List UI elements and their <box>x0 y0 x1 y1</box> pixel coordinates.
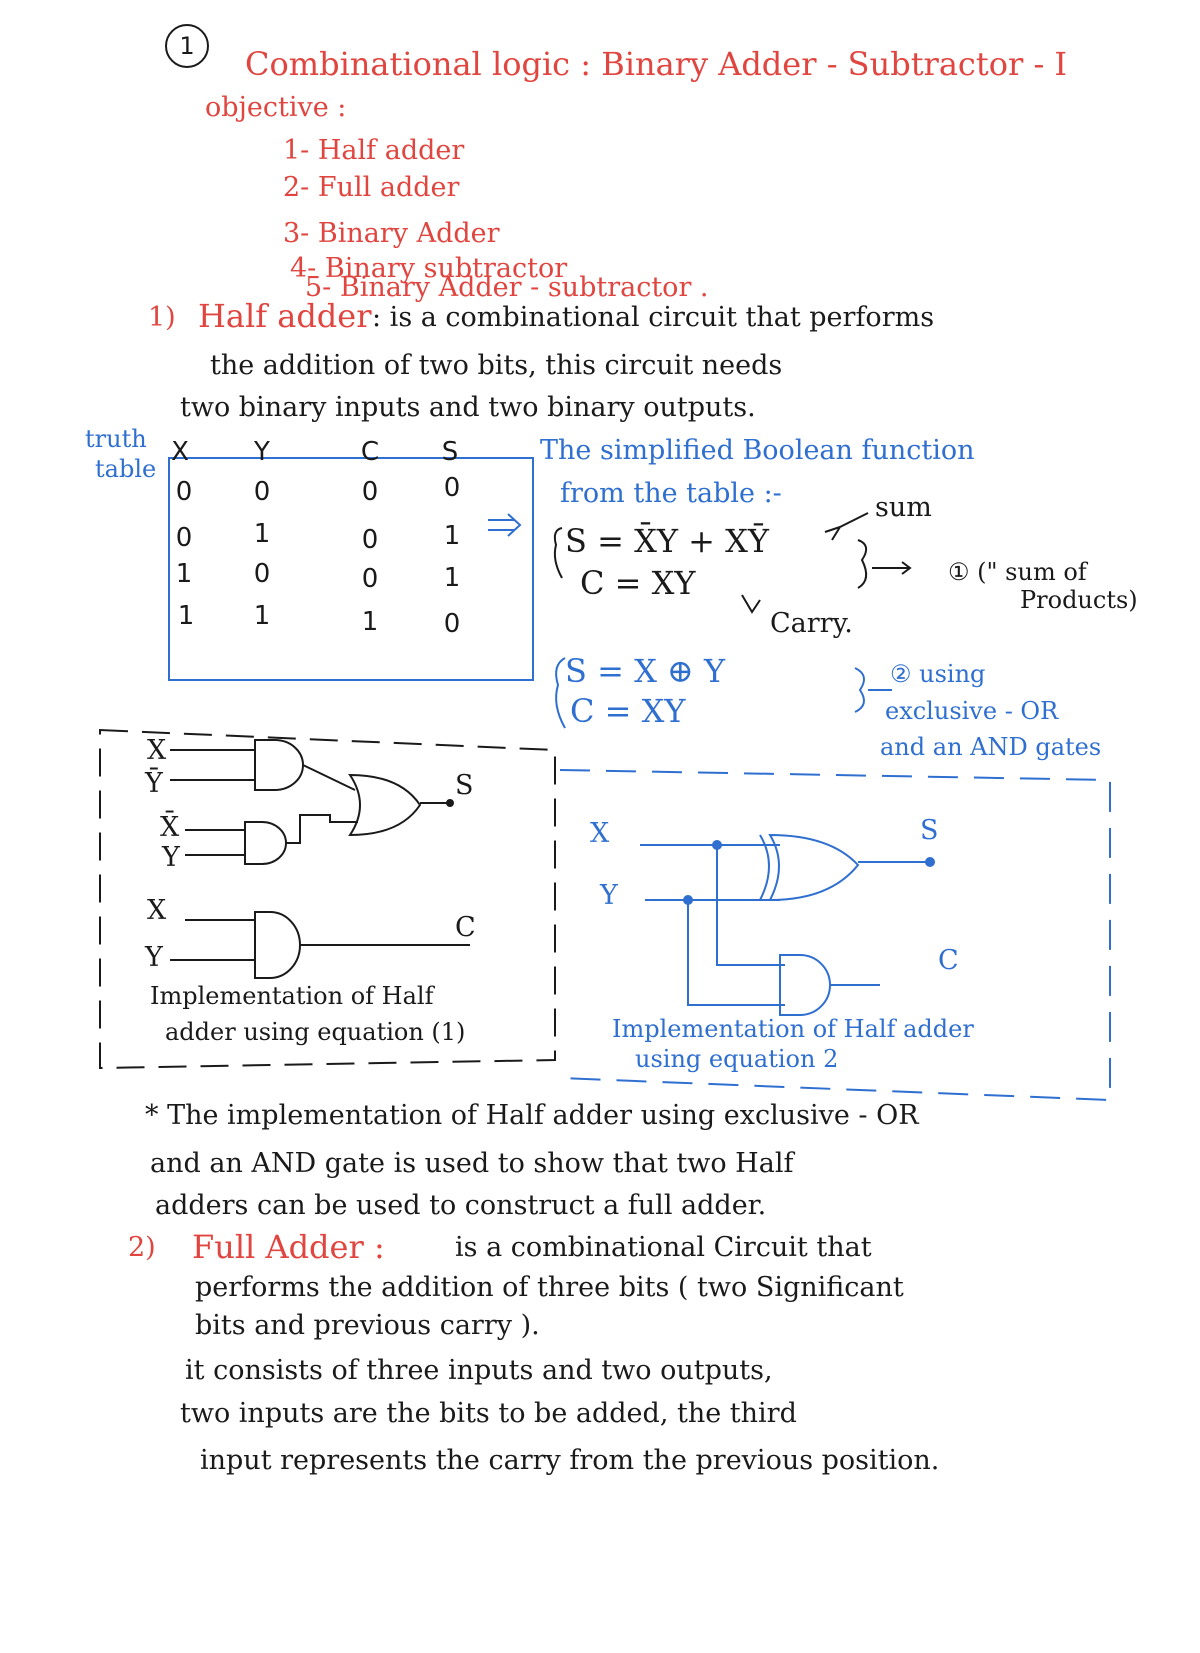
truth-table-cell: 1 <box>177 601 195 631</box>
circuit-caption: using equation 2 <box>635 1045 839 1073</box>
arrow-icon <box>741 594 761 614</box>
truth-table-cell: 0 <box>175 523 193 553</box>
xor-gate-icon <box>768 833 860 902</box>
carry-label: Carry. <box>770 608 853 639</box>
truth-table-cell: 0 <box>175 477 193 507</box>
arrow-icon <box>872 561 912 575</box>
note-line: * The implementation of Half adder using… <box>145 1100 919 1131</box>
sop-label: Products) <box>1020 586 1138 614</box>
and-gate-icon <box>244 821 287 865</box>
circuit-equation-2 <box>640 833 935 1016</box>
and-gate-icon <box>254 739 304 791</box>
section-number: 2) <box>128 1232 156 1263</box>
half-adder-line: : is a combinational circuit that perfor… <box>372 302 935 333</box>
full-adder-line: is a combinational Circuit that <box>455 1232 872 1263</box>
equation-carry-2: C = XY <box>570 692 686 730</box>
note-line: and an AND gate is used to show that two… <box>150 1148 794 1179</box>
objective-item: 5- Binary Adder - subtractor . <box>305 272 709 303</box>
full-adder-line: bits and previous carry ). <box>195 1310 540 1341</box>
truth-table-cell: 0 <box>443 609 461 639</box>
xor-label: ② using <box>890 660 986 688</box>
objective-item: 2- Full adder <box>283 172 460 203</box>
full-adder-line: input represents the carry from the prev… <box>200 1445 940 1476</box>
and-gate-icon <box>779 954 831 1016</box>
truth-table-cell: 0 <box>361 525 379 555</box>
circuit-input-label: Ȳ <box>145 768 163 799</box>
circuit-input-label: X̄ <box>160 812 180 843</box>
arrow-icon <box>488 513 522 537</box>
objective-item: 3- Binary Adder <box>283 218 500 249</box>
arrow-icon <box>824 512 869 541</box>
sum-label: sum <box>875 492 932 523</box>
circuit-input-label: Y <box>162 842 180 873</box>
full-adder-line: it consists of three inputs and two outp… <box>185 1355 773 1386</box>
circuit-caption: Implementation of Half adder <box>612 1015 974 1043</box>
equation-sum-2: S = X ⊕ Y <box>565 652 726 690</box>
truth-table-cell: 1 <box>361 607 379 637</box>
dashed-frame <box>99 728 556 1070</box>
brace-icon <box>854 667 865 713</box>
truth-table-header: C <box>360 437 380 467</box>
circuit-output-label: C <box>455 912 476 943</box>
truth-table-header: Y <box>254 437 270 467</box>
or-gate-icon <box>348 773 422 837</box>
truth-table-cell: 1 <box>253 519 271 549</box>
truth-table-cell: 0 <box>253 559 271 589</box>
circuit-caption: Implementation of Half <box>150 982 434 1010</box>
objective-item: 4- Binary subtractor <box>290 253 568 284</box>
circuit-equation-1 <box>170 739 470 979</box>
truth-table-label: truth <box>85 425 147 453</box>
page-number: 1 <box>165 24 209 68</box>
circuit-input-label: Y <box>600 880 618 911</box>
truth-table-cell: 1 <box>443 563 461 593</box>
sop-label: ① (" sum of <box>948 558 1087 586</box>
simplified-text: The simplified Boolean function <box>540 435 975 466</box>
half-adder-heading: Half adder <box>198 297 372 335</box>
circuit-input-label: X <box>147 895 167 926</box>
full-adder-line: performs the addition of three bits ( tw… <box>195 1272 904 1303</box>
objective-item: 1- Half adder <box>283 135 465 166</box>
objective-label: objective : <box>205 92 347 123</box>
truth-table-cell: 1 <box>443 521 461 551</box>
truth-table-cell: 1 <box>175 559 193 589</box>
truth-table-label: table <box>95 455 157 483</box>
truth-table-header: X <box>171 437 189 467</box>
truth-table-header: S <box>441 437 459 467</box>
truth-table-cell: 0 <box>253 477 271 507</box>
xor-label: and an AND gates <box>880 733 1102 761</box>
brace-icon <box>555 657 566 729</box>
brace-icon <box>553 527 563 579</box>
truth-table-cell: 0 <box>443 473 461 503</box>
truth-table-cell: 0 <box>361 477 379 507</box>
full-adder-line: two inputs are the bits to be added, the… <box>180 1398 797 1429</box>
half-adder-line: two binary inputs and two binary outputs… <box>180 392 756 423</box>
page-title: Combinational logic : Binary Adder - Sub… <box>245 45 1068 83</box>
simplified-text: from the table :- <box>560 478 782 509</box>
truth-table-cell: 1 <box>253 601 271 631</box>
dashed-frame <box>559 769 1111 1102</box>
full-adder-heading: Full Adder : <box>192 1228 385 1266</box>
circuit-caption: adder using equation (1) <box>165 1018 466 1046</box>
truth-table: X Y C S 0 0 0 0 0 1 0 1 1 0 0 1 1 1 1 0 <box>168 437 534 681</box>
brace-icon <box>857 539 868 589</box>
half-adder-line: the addition of two bits, this circuit n… <box>210 350 783 381</box>
circuit-output-label: S <box>920 815 939 846</box>
equation-sum-1: S = X̄Y + XȲ <box>565 522 770 560</box>
truth-table-cell: 0 <box>361 564 379 594</box>
section-number: 1) <box>148 302 176 333</box>
xor-label: exclusive - OR <box>885 697 1059 725</box>
circuit-input-label: Y <box>145 942 163 973</box>
and-gate-icon <box>254 911 301 979</box>
note-line: adders can be used to construct a full a… <box>155 1190 767 1221</box>
circuit-input-label: X <box>590 818 610 849</box>
circuit-input-label: X <box>147 735 167 766</box>
circuit-output-label: S <box>455 770 474 801</box>
equation-carry-1: C = XY <box>580 564 696 602</box>
circuit-output-label: C <box>938 945 959 976</box>
